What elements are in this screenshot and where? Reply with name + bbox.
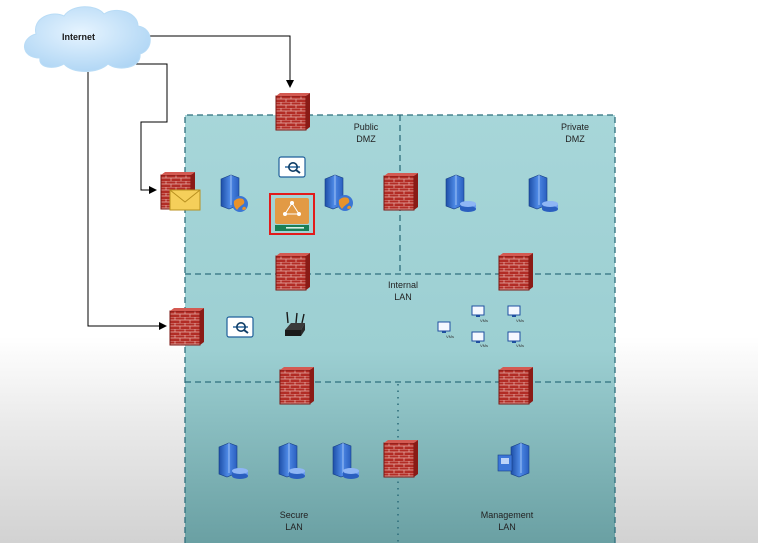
svg-text:DMZ: DMZ (356, 134, 376, 144)
firewall-icon (169, 307, 205, 346)
vm-monitor-icon (437, 321, 451, 334)
vm-monitor-icon (471, 331, 485, 344)
svg-text:VMs: VMs (516, 343, 524, 348)
scanner-icon (278, 156, 306, 178)
internal-lan-label: Internal LAN (388, 280, 418, 302)
svg-text:Secure: Secure (280, 510, 309, 520)
mail-gateway-icon (160, 171, 201, 211)
management-server-icon (497, 442, 530, 478)
svg-text:LAN: LAN (285, 522, 303, 532)
svg-text:Private: Private (561, 122, 589, 132)
vm-monitor-icon (507, 305, 521, 318)
vm-monitor-icon (507, 331, 521, 344)
svg-text:Internal: Internal (388, 280, 418, 290)
vm-monitor-icon (471, 305, 485, 318)
public-dmz-label: Public DMZ (354, 122, 379, 144)
svg-text:LAN: LAN (394, 292, 412, 302)
firewall-icon (275, 252, 311, 291)
internet-label: Internet (62, 32, 95, 42)
private-dmz-label: Private DMZ (561, 122, 589, 144)
svg-text:VMs: VMs (516, 318, 524, 323)
firewall-icon (498, 252, 534, 291)
svg-text:VMs: VMs (446, 334, 454, 339)
firewall-icon (498, 366, 534, 405)
svg-text:VMs: VMs (480, 318, 488, 323)
router-icon (285, 311, 305, 336)
svg-text:Public: Public (354, 122, 379, 132)
svg-text:VMs: VMs (480, 343, 488, 348)
secure-lan-label: Secure LAN (280, 510, 309, 532)
firewall-icon (275, 92, 311, 131)
firewall-icon (383, 172, 419, 211)
svg-text:DMZ: DMZ (565, 134, 585, 144)
svg-text:Management: Management (481, 510, 534, 520)
svg-text:LAN: LAN (498, 522, 516, 532)
firewall-icon (279, 366, 315, 405)
firewall-icon (383, 439, 419, 478)
vm-workstations: VMs VMs VMs VMs VMs (437, 305, 524, 348)
internet-cloud (24, 6, 151, 72)
management-lan-label: Management LAN (481, 510, 534, 532)
scanner-icon (226, 316, 254, 338)
highlighted-appliance-icon (269, 193, 315, 235)
connection-lines (87, 35, 294, 330)
